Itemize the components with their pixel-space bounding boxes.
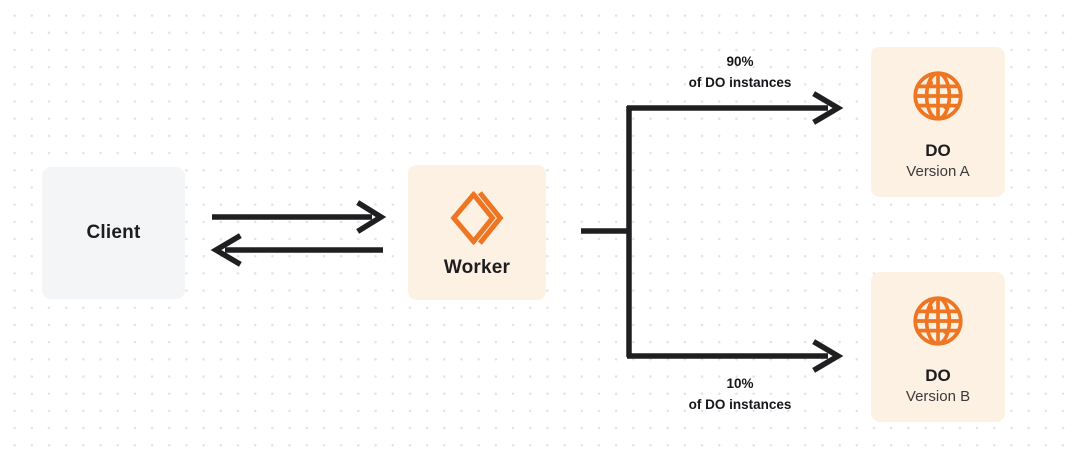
edge-label-do-b-caption: of DO instances [688,396,792,412]
cloudflare-workers-icon [450,190,504,245]
do-a-title: DO [925,140,951,160]
branch-trunk [581,106,632,357]
edge-label-do-b-percent: 10% [726,376,754,391]
do-b-title: DO [925,365,951,385]
arrow-worker-to-do-a [627,91,844,125]
worker-label: Worker [443,256,511,278]
do-b-subtitle: Version B [905,387,971,405]
edge-label-do-a: 90% of DO instances [655,52,825,94]
globe-icon [913,295,963,346]
node-client[interactable]: Client [42,167,185,299]
node-worker[interactable]: Worker [408,165,546,300]
node-do-version-a[interactable]: DO Version A [871,47,1005,197]
arrow-client-to-worker [212,200,387,234]
edge-label-do-b: 10% of DO instances [655,374,825,416]
do-a-subtitle: Version A [906,162,970,180]
arrow-worker-to-client [210,233,383,267]
edge-label-do-a-percent: 90% [726,54,754,69]
client-label: Client [86,222,141,243]
arrow-worker-to-do-b [627,339,844,373]
globe-icon [913,70,963,121]
node-do-version-b[interactable]: DO Version B [871,272,1005,422]
edge-label-do-a-caption: of DO instances [688,74,792,90]
